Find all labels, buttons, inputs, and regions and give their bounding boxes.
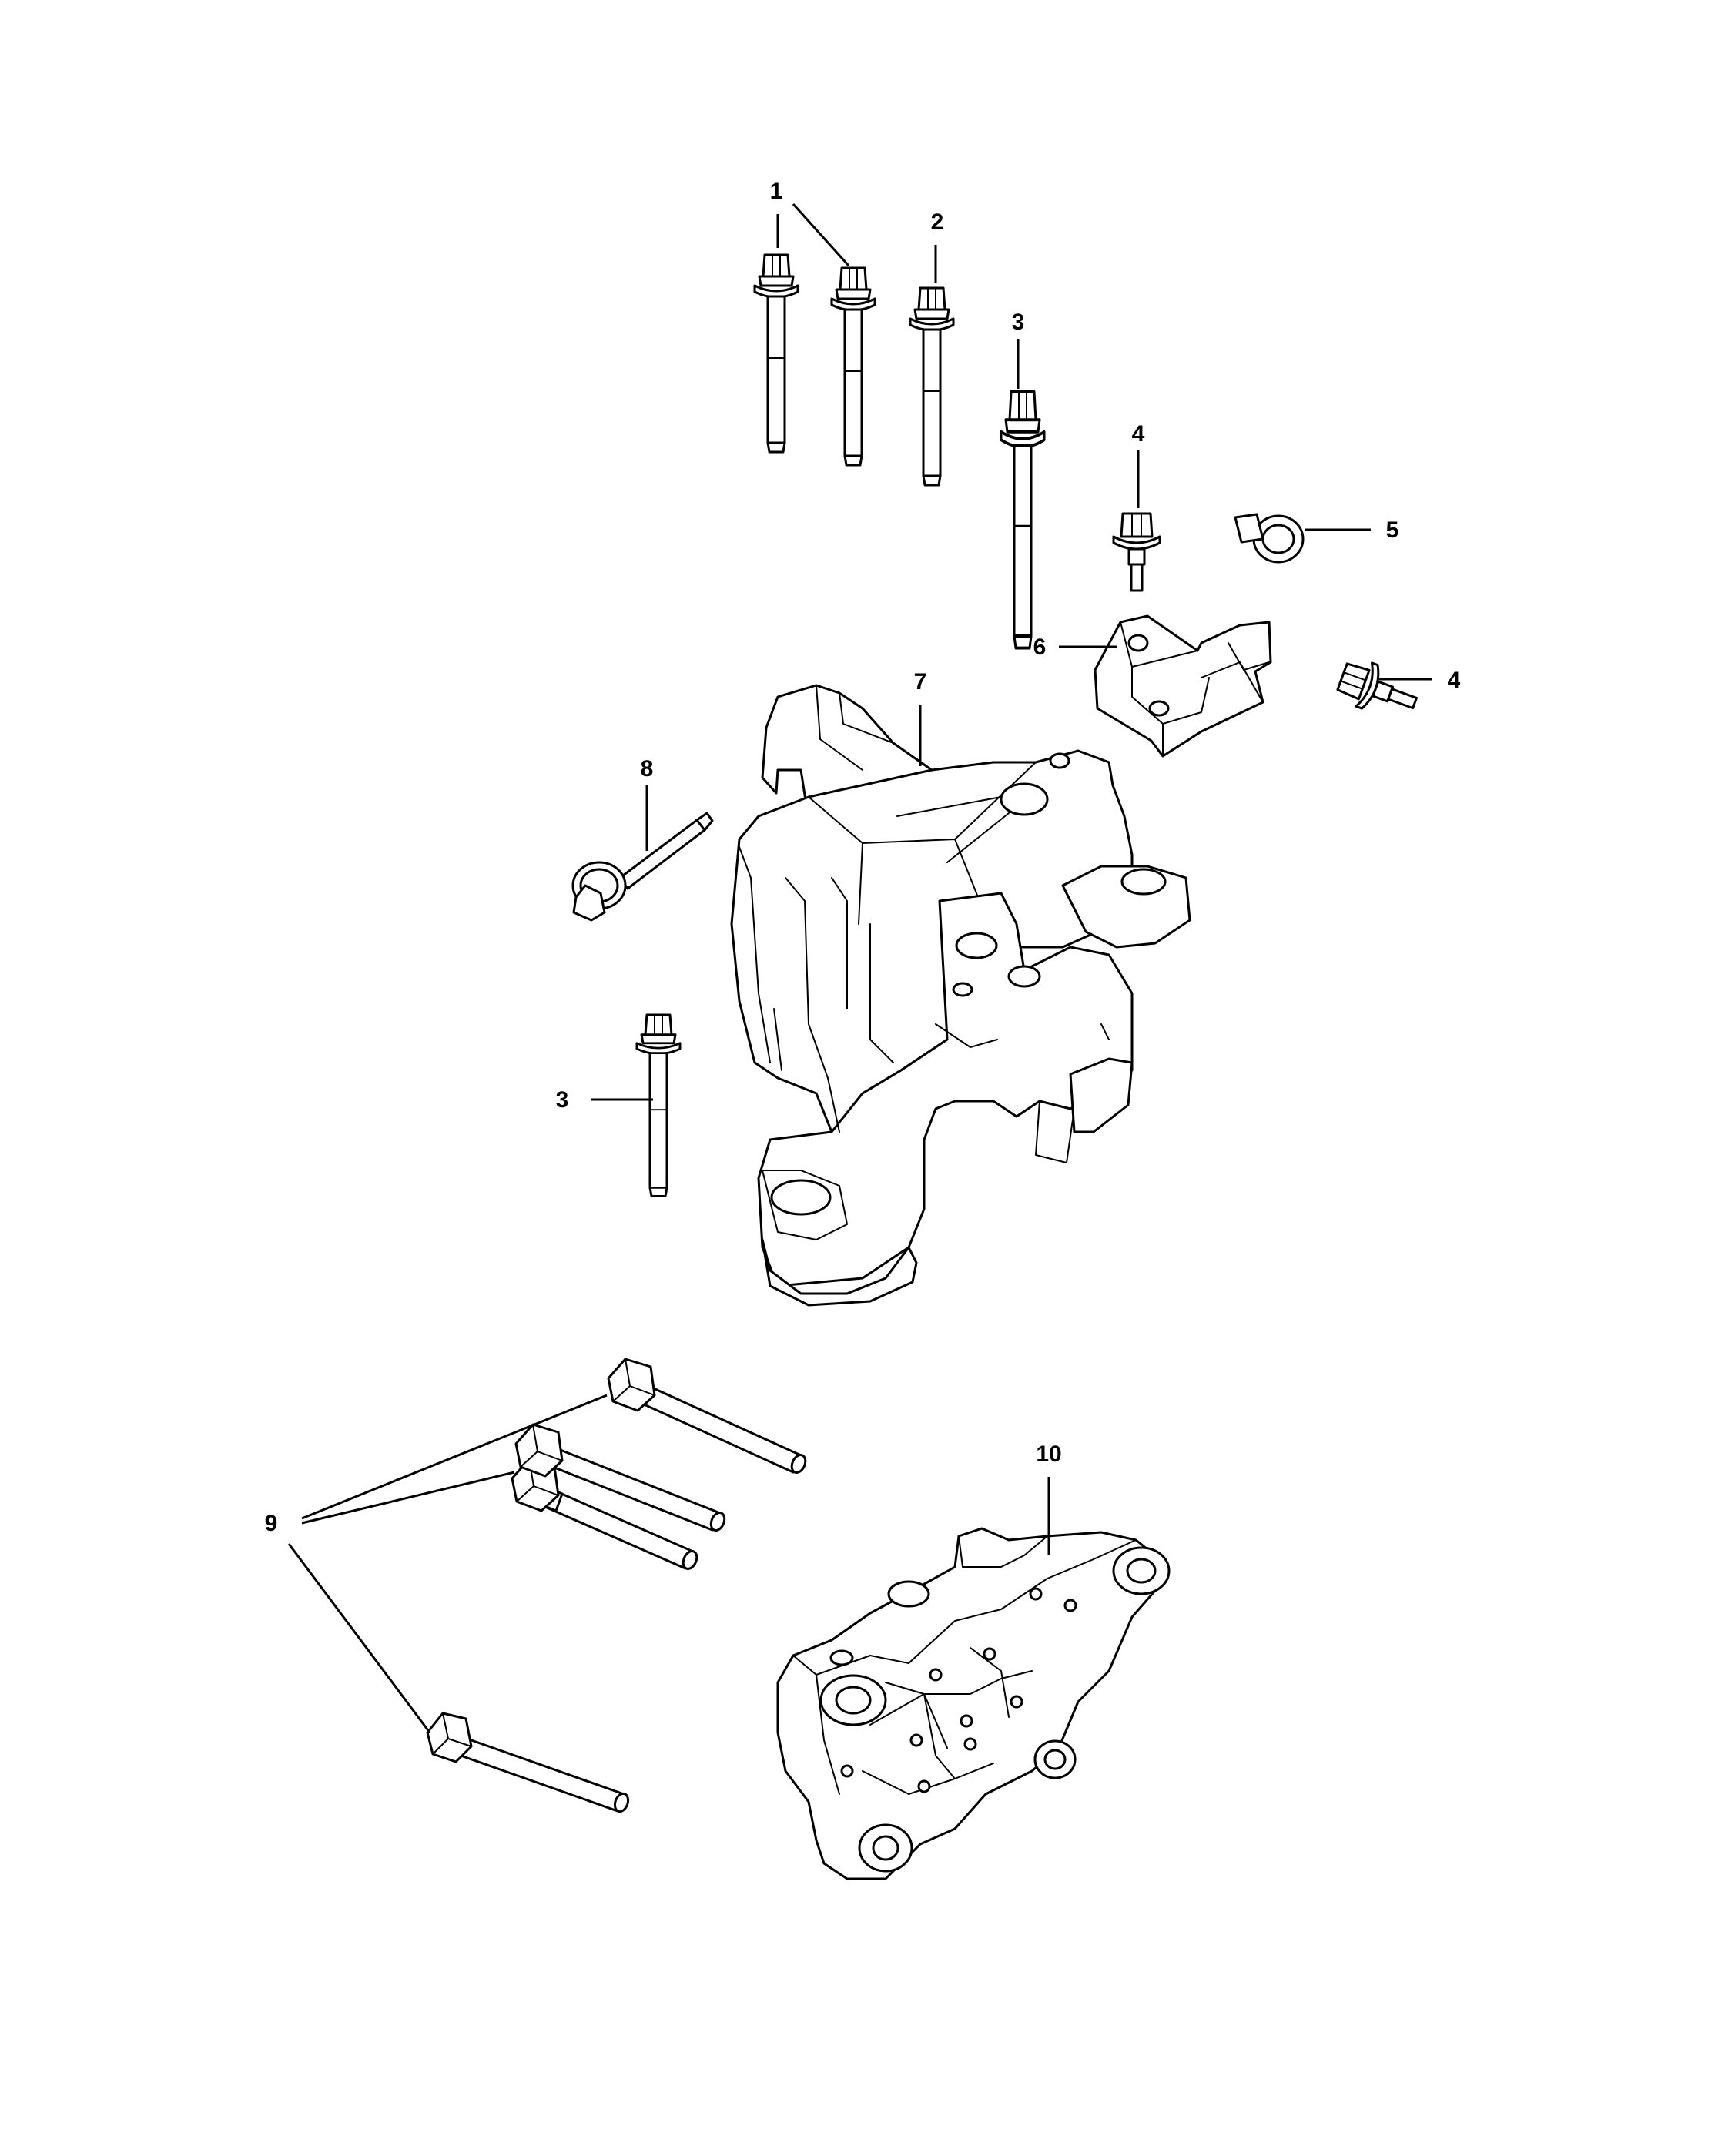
bolt-1-right (830, 266, 876, 467)
callout-4-upper: 4 (1132, 421, 1145, 447)
callout-6: 6 (1033, 634, 1047, 660)
mount-bracket-10 (776, 1527, 1171, 1880)
callout-4-lower: 4 (1448, 668, 1461, 693)
bolt-1-left (753, 253, 799, 454)
flange-nut-5 (1234, 513, 1305, 564)
callout-10: 10 (1036, 1441, 1061, 1467)
callout-2: 2 (931, 209, 944, 235)
callout-8: 8 (641, 756, 654, 782)
callout-9: 9 (265, 1511, 278, 1536)
callout-1: 1 (770, 179, 783, 204)
bolt-4-lower (1333, 654, 1424, 726)
long-bolt-9-top (607, 1358, 807, 1474)
long-bolt-9-middle (511, 1458, 698, 1570)
bolt-8 (571, 812, 714, 922)
bolt-2 (909, 286, 955, 487)
callout-5: 5 (1386, 517, 1399, 543)
engine-mount-7 (730, 684, 1191, 1307)
long-bolt-9-bottom (426, 1712, 630, 1813)
long-bolt-9-right (514, 1423, 726, 1532)
callout-3-upper: 3 (1012, 310, 1025, 335)
bolt-3-upper (1000, 390, 1046, 650)
leader-lines (287, 203, 1432, 1733)
callout-7: 7 (914, 669, 927, 695)
callout-3-lower: 3 (556, 1087, 569, 1113)
bolt-3-lower (635, 1013, 682, 1197)
bracket-6 (1094, 614, 1272, 758)
bolt-4-upper (1112, 512, 1161, 592)
